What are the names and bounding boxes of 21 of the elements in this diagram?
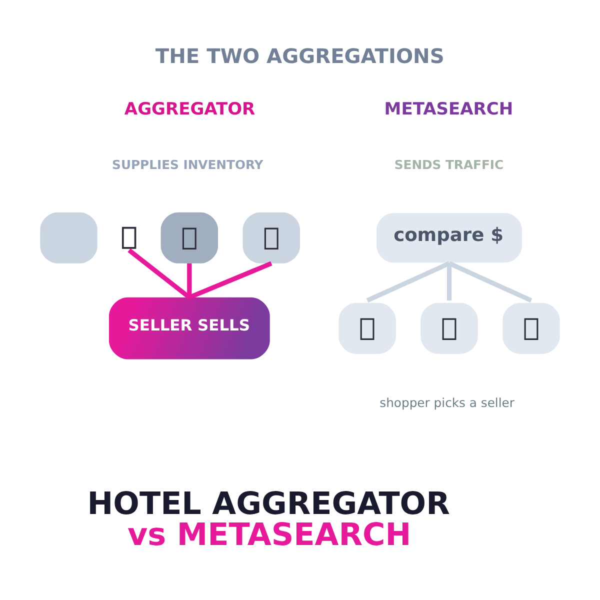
connector [366, 260, 450, 302]
connector [448, 260, 532, 302]
node-box: SELLER SELLS [108, 296, 270, 359]
diagram-title: THE TWO AGGREGATIONS [155, 43, 444, 68]
connector [128, 248, 191, 299]
label: SENDS TRAFFIC [394, 157, 504, 172]
node-box: compare $ [376, 212, 522, 262]
node-box [420, 302, 478, 354]
label: AGGREGATOR [124, 99, 256, 120]
node-box [242, 212, 300, 263]
node-box [160, 212, 218, 263]
node-box [502, 302, 560, 354]
node-box [40, 212, 98, 263]
label: shopper picks a seller [380, 396, 515, 410]
label: METASEARCH [384, 99, 514, 120]
connector [187, 262, 192, 297]
connector [188, 260, 272, 300]
node-box [122, 226, 136, 248]
label: SUPPLIES INVENTORY [112, 157, 264, 172]
caption: HOTEL AGGREGATOR vs METASEARCH [87, 485, 450, 552]
node-box [338, 302, 396, 354]
